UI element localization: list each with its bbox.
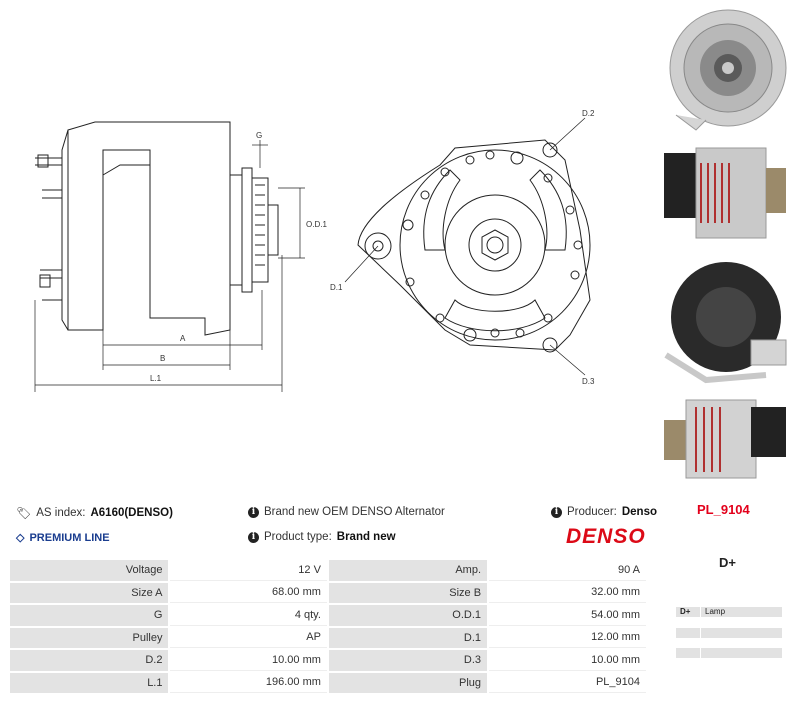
diamond-icon: ◇ [16,532,25,544]
table-row: Pulley AP D.1 12.00 mm [10,627,646,648]
as-index-label: AS index: [36,507,86,519]
spec-value: 4 qty. [170,605,327,626]
premium-line-badge: ◇ PREMIUM LINE [16,531,110,545]
as-index-value: A6160(DENSO) [90,507,173,519]
label-d3: D.3 [582,377,595,386]
pin-desc: Lamp [700,607,782,617]
product-photo-rear[interactable] [656,255,800,390]
plug-pin-row [676,628,782,638]
label-d2: D.2 [582,109,595,118]
table-row: L.1 196.00 mm Plug PL_9104 [10,672,646,693]
spec-label: D.1 [328,627,488,648]
spec-value: 10.00 mm [170,650,327,671]
table-row: Voltage 12 V Amp. 90 A [10,560,646,581]
spec-value: 32.00 mm [489,582,646,603]
premium-line-label: PREMIUM LINE [29,531,110,544]
producer-value: Denso [621,506,658,518]
label-d1: D.1 [330,283,343,292]
pin-name [676,648,700,658]
label-od1: O.D.1 [306,220,327,229]
product-photo-front[interactable] [656,5,800,135]
label-b: B [160,354,165,363]
product-photo-side-2[interactable] [656,392,800,487]
product-type: i Product type: Brand new [248,531,396,543]
spec-label: Size A [10,582,169,603]
spec-label: O.D.1 [328,605,488,626]
info-icon: i [248,531,259,543]
description-text: Brand new OEM DENSO Alternator [264,506,445,518]
spec-value: PL_9104 [489,672,646,693]
plug-pin-row [676,648,782,658]
side-view [34,121,305,392]
description: i Brand new OEM DENSO Alternator [248,506,445,518]
plug-pin-row: D+ Lamp [676,607,782,617]
table-row: Size A 68.00 mm Size B 32.00 mm [10,582,646,603]
spec-label: Plug [328,672,488,693]
spec-value: 68.00 mm [170,582,327,603]
label-a: A [180,334,186,343]
pin-desc [700,628,782,638]
spec-label: Amp. [328,560,488,581]
spec-label: G [10,605,169,626]
spec-label: D.3 [328,650,488,671]
spec-label: L.1 [10,672,169,693]
label-l1: L.1 [150,374,162,383]
info-icon: i [551,506,562,518]
spec-label: Voltage [10,560,169,581]
technical-drawing: G O.D.1 A B L.1 D.1 D.2 D.3 [34,109,595,392]
label-g: G [256,131,262,140]
tag-icon: 🏷 [16,506,32,520]
spec-value: AP [170,627,327,648]
spec-value: 196.00 mm [170,672,327,693]
pin-desc [700,648,782,658]
plug-code-link[interactable]: PL_9104 [697,502,750,517]
specs-table: Voltage 12 V Amp. 90 A Size A 68.00 mm S… [8,558,648,695]
spec-value: 12 V [170,560,327,581]
spec-value: 54.00 mm [489,605,646,626]
spec-value: 10.00 mm [489,650,646,671]
producer-label: Producer: [567,506,617,518]
spec-value: 12.00 mm [489,627,646,648]
as-index: 🏷 AS index: A6160(DENSO) [16,506,173,520]
product-photo-side[interactable] [656,138,800,250]
plug-title: D+ [719,555,736,570]
denso-logo: DENSO [566,525,646,548]
front-view [344,117,591,376]
info-icon: i [248,506,259,518]
product-type-label: Product type: [264,531,332,543]
producer: i Producer: Denso [551,506,657,518]
table-row: D.2 10.00 mm D.3 10.00 mm [10,650,646,671]
spec-value: 90 A [489,560,646,581]
spec-label: D.2 [10,650,169,671]
table-row: G 4 qty. O.D.1 54.00 mm [10,605,646,626]
pin-name: D+ [680,607,691,616]
product-type-value: Brand new [336,531,396,543]
pin-name [676,628,700,638]
spec-label: Size B [328,582,488,603]
spec-label: Pulley [10,627,169,648]
